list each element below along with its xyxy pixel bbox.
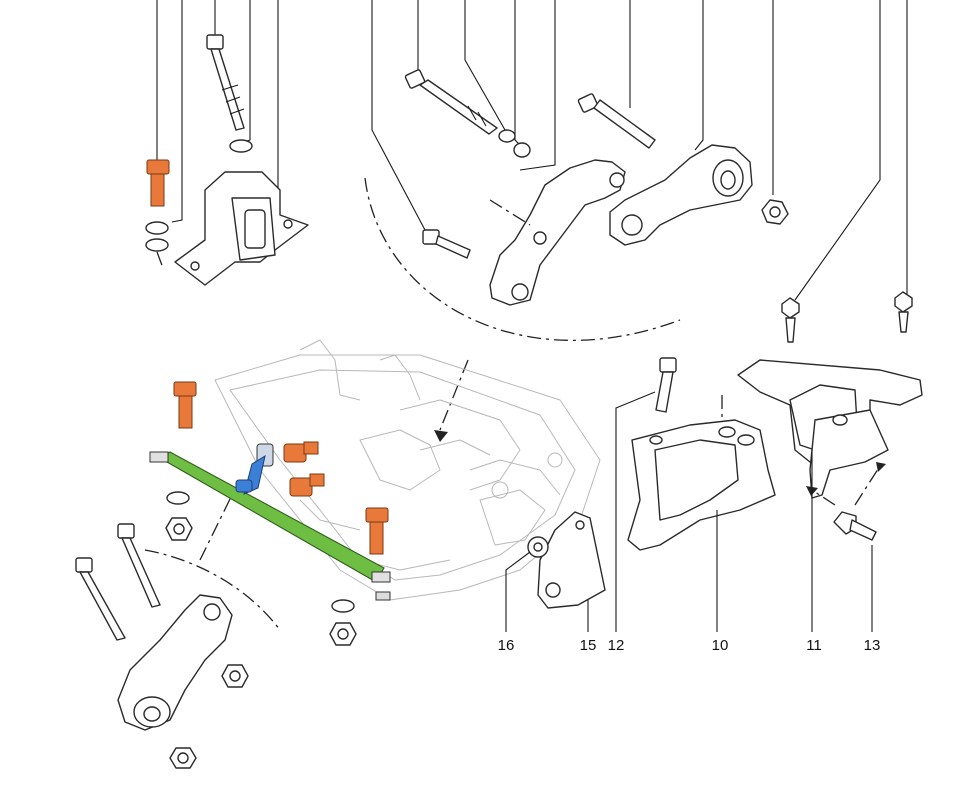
nut-lower-left [165,517,193,541]
anti-roll-bar [149,451,391,601]
orange-bolt-link-upper [283,441,319,463]
lower-arm-top [489,159,626,306]
leaders-12-10 [615,391,718,632]
bracket-15 [537,511,606,609]
dashed-arrows-11 [806,462,886,506]
stabilizer-link [235,443,274,495]
dashed-arc-lower [144,549,281,631]
dash-left-mount [156,251,164,269]
callout-11: 11 [806,637,822,654]
nut-lower-mid [221,664,249,688]
bolt-upper-right [577,93,656,149]
callout-13: 13 [863,637,881,654]
bolt-13 [833,511,877,541]
bush-16 [527,536,549,558]
subframe-ghost [214,339,601,601]
bolt-long-lower-left-2 [117,523,161,608]
bolt-vertical-top-left [206,34,245,131]
leaders-15-16 [505,551,589,632]
mount-10 [627,419,776,551]
callout-12: 12 [607,637,625,654]
nut-lower-right [329,622,357,646]
bolt-top-11-b [894,291,913,333]
washer-center-1 [498,129,516,143]
dashed-arrow-to-subframe [439,359,469,431]
nut-lower-bottom [169,747,197,769]
dashed-arc-top [364,177,681,342]
engine-mount-left [174,171,309,286]
washer-left-2 [145,238,169,252]
bolt-short-center [422,229,471,259]
bolt-12 [655,357,677,413]
washer-top-left [229,139,253,153]
washer-center-2 [513,142,531,158]
leaders-11-13 [811,450,873,632]
washer-left-1 [145,221,169,235]
washer-lower-right [331,599,355,613]
washer-lower-left [166,491,190,505]
arrowhead-subframe [434,430,448,442]
torque-rod-lower [117,594,233,731]
dash-arm [489,199,531,226]
orange-bolt-link-lower [289,473,325,497]
bracket-11 [737,359,923,499]
orange-bolt-top-left [146,159,170,207]
orange-bolt-right-vertical [365,507,389,555]
callout-16: 16 [497,637,515,654]
dash-lower-arrow [199,494,233,561]
bolt-long-lower-left-1 [75,557,126,641]
bolt-top-11-a [781,297,800,343]
bolt-long-top-center [404,69,498,135]
callout-15: 15 [579,637,597,654]
orange-bolt-left-vertical [173,381,197,429]
callout-10: 10 [711,637,729,654]
torque-rod-top [609,144,753,246]
nut-top-right [761,199,789,225]
